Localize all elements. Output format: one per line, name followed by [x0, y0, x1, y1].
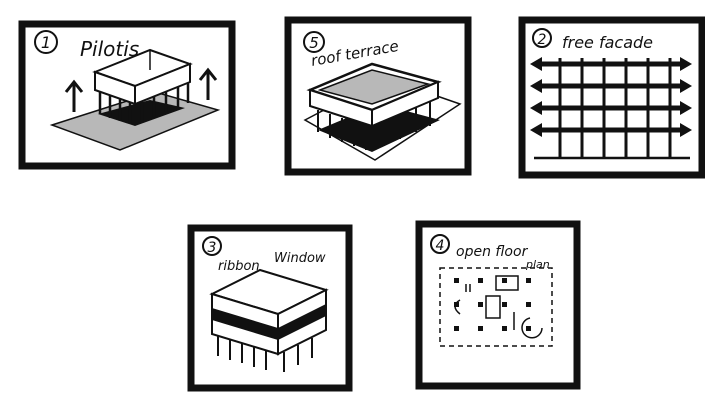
panel-number: 5 — [309, 34, 319, 52]
panel-number-badge: 4 — [431, 235, 449, 254]
panel-title: free facade — [562, 33, 653, 52]
panel-number-badge: 5 — [304, 32, 324, 52]
panel-roof-terrace: 5 roof terrace — [288, 20, 468, 172]
panel-pilotis: 1 Pilotis — [22, 24, 232, 166]
panel-open-floor-plan: 4 open floor plan — [419, 224, 577, 386]
panel-title-line2: plan — [525, 258, 550, 271]
panel-number: 3 — [208, 240, 217, 256]
panel-number-badge: 2 — [533, 29, 551, 48]
lift-arrow-right — [200, 70, 216, 100]
panel-number-badge: 1 — [35, 31, 57, 53]
panel-number-badge: 3 — [203, 237, 221, 256]
lift-arrow-left — [66, 82, 82, 112]
panel-title-part1: ribbon — [218, 259, 260, 274]
panel-number: 4 — [436, 238, 445, 254]
panel-ribbon-window: 3 ribbon Window — [191, 228, 349, 388]
panel-title-line1: open floor — [456, 244, 529, 260]
panel-free-facade: 2 free facade — [522, 20, 702, 175]
facade-arrows — [530, 57, 692, 137]
panel-number: 2 — [538, 32, 547, 48]
panel-title-part2: Window — [274, 251, 326, 266]
panel-number: 1 — [41, 33, 51, 52]
